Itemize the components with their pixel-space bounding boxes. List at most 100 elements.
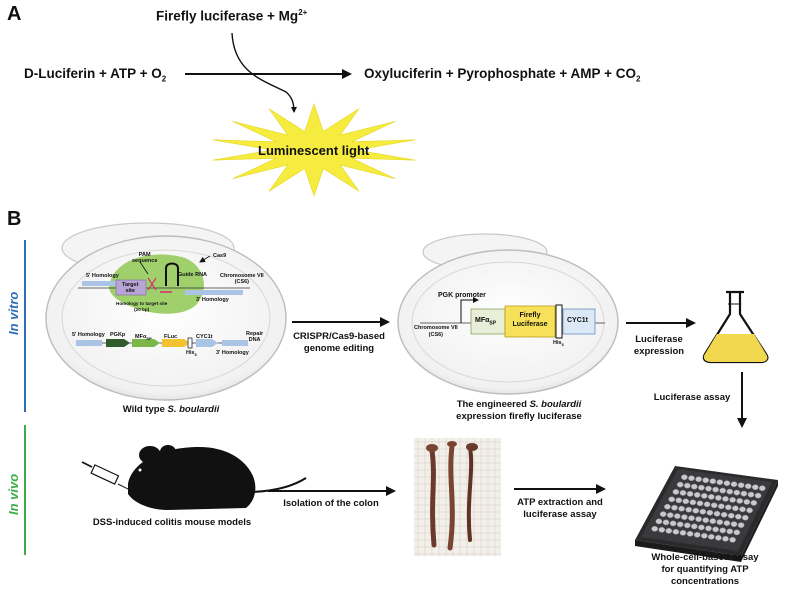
wild-type-label: Wild type S. boulardii — [122, 404, 220, 415]
plate-well — [747, 491, 755, 498]
plate-well — [758, 485, 766, 492]
plate-well — [655, 518, 663, 525]
flask-icon — [702, 290, 769, 364]
plate-well — [719, 527, 727, 534]
plate-well — [658, 526, 666, 533]
plate-well — [736, 498, 744, 504]
colon-photo — [414, 438, 501, 556]
plate-well — [695, 516, 702, 522]
plate-well — [679, 529, 687, 536]
plate-well — [712, 526, 719, 533]
mfa-label: MFαSP — [135, 334, 152, 342]
plate-well — [676, 481, 684, 488]
genomic-dna-3 — [185, 290, 243, 295]
plate-well — [669, 520, 677, 527]
plate-well — [724, 504, 732, 511]
plate-well — [722, 496, 729, 502]
plate-well — [688, 515, 695, 521]
eng-cyc1t-label: CYC1t — [567, 317, 589, 324]
well-plate-icon — [635, 466, 778, 562]
products-label: Oxyluciferin + Pyrophosphate + AMP + CO2 — [364, 66, 641, 84]
cas9-label: Cas9 — [213, 253, 227, 259]
plate-well — [716, 519, 724, 525]
luminescent-starburst — [212, 103, 416, 197]
in-vitro-label: In vitro — [6, 291, 21, 335]
plate-well — [665, 527, 673, 534]
mfa-box — [470, 308, 506, 335]
plate-well — [730, 481, 738, 488]
plate-well — [726, 488, 734, 495]
enzyme-curve-arrow — [231, 32, 297, 113]
plate-well — [709, 518, 717, 524]
plate-well — [664, 503, 671, 510]
panel-b-letter: B — [7, 208, 22, 230]
plate-well — [716, 479, 724, 486]
plate-well — [673, 513, 681, 519]
plate-well — [683, 482, 691, 489]
mouse-label: DSS-induced colitis mouse models — [92, 517, 252, 528]
plate-well — [726, 528, 734, 535]
plate-well — [682, 498, 690, 505]
plate-well — [709, 478, 717, 485]
plate-well — [705, 485, 712, 492]
plate-well — [746, 507, 753, 514]
his-label: His6 — [186, 350, 197, 358]
plate-well — [676, 521, 684, 528]
cas9-blob — [109, 254, 204, 314]
plate-well — [683, 522, 691, 529]
plate-well — [727, 512, 735, 519]
plate-well — [750, 500, 758, 506]
fluc-label: FLuc — [164, 334, 178, 340]
plate-well — [734, 513, 742, 520]
plate-well — [695, 476, 702, 483]
donor-h5 — [76, 340, 102, 346]
eng-chrom-label: Chromosome VII(CS6) — [414, 325, 458, 338]
plate-well — [717, 503, 725, 510]
plate-well — [707, 533, 715, 540]
plate-well — [672, 489, 680, 495]
genomic-dna-5 — [82, 281, 130, 286]
plate-well — [715, 495, 722, 501]
plate-well — [737, 522, 745, 528]
plate-well — [710, 502, 718, 509]
plate-well — [733, 489, 741, 496]
eng-his-label: His6 — [553, 340, 564, 348]
donor-h5-label: 5' Homology — [72, 332, 105, 338]
plate-well — [723, 520, 731, 526]
plate-well — [700, 532, 708, 539]
enzyme-label: Firefly luciferase + Mg2+ — [156, 8, 308, 24]
plate-well — [675, 497, 683, 504]
eng-mfa-label: MFαSP — [475, 317, 497, 327]
plate-well — [700, 493, 708, 499]
plate-well — [688, 475, 695, 482]
plate-well — [713, 510, 721, 517]
cyc1t-box — [562, 308, 596, 335]
plate-well — [672, 528, 680, 535]
plate-well — [722, 535, 729, 542]
wild-type-cell — [45, 222, 287, 401]
mfa-element — [132, 339, 160, 347]
panel-a-letter: A — [7, 3, 22, 25]
plate-well — [744, 483, 752, 490]
plate-well — [712, 486, 719, 493]
pgkp-label: PGKp — [110, 332, 126, 338]
plate-well — [703, 501, 711, 508]
reactants-label: D-Luciferin + ATP + O2 — [24, 66, 167, 84]
plate-well — [685, 506, 693, 513]
wt-h3-label: 3' Homology — [196, 297, 229, 303]
donor-h3-label: 3' Homology — [216, 350, 249, 356]
plate-well — [733, 529, 741, 536]
plate-well — [681, 474, 688, 481]
pgk-promoter-label: PGK promoter — [438, 292, 486, 299]
cyc1t-element — [196, 339, 218, 347]
plate-well — [698, 524, 705, 531]
wt-chrom-label: Chromosome VII(CS6) — [220, 273, 264, 285]
